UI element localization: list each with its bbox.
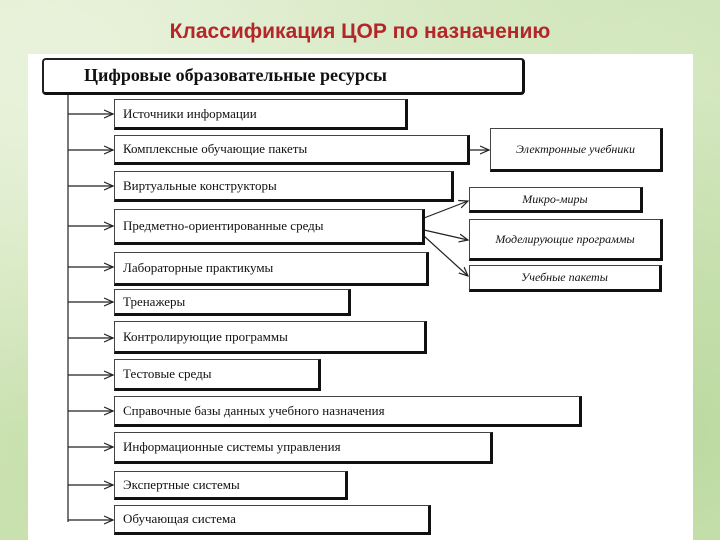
item-control-programs: Контролирующие программы bbox=[114, 321, 427, 354]
item-test-environments: Тестовые среды bbox=[114, 359, 321, 391]
item-learning-system: Обучающая система bbox=[114, 505, 431, 535]
root-box: Цифровые образовательные ресурсы bbox=[42, 58, 525, 95]
item-sources: Источники информации bbox=[114, 99, 408, 130]
item-complex-packages: Комплексные обучающие пакеты bbox=[114, 135, 470, 165]
sub-micro-worlds: Микро-миры bbox=[469, 187, 643, 213]
item-simulators: Тренажеры bbox=[114, 289, 351, 316]
item-subject-environments: Предметно-ориентированные среды bbox=[114, 209, 425, 245]
page-title: Классификация ЦОР по назначению bbox=[169, 20, 551, 43]
item-lab-practicums: Лабораторные практикумы bbox=[114, 252, 429, 286]
item-management-systems: Информационные системы управления bbox=[114, 432, 493, 464]
item-reference-databases: Справочные базы данных учебного назначен… bbox=[114, 396, 582, 427]
sub-modeling-programs: Моделирующие программы bbox=[469, 219, 663, 261]
item-expert-systems: Экспертные системы bbox=[114, 471, 348, 500]
item-virtual-constructors: Виртуальные конструкторы bbox=[114, 171, 454, 202]
sub-learning-packages: Учебные пакеты bbox=[469, 265, 662, 292]
sub-electronic-textbooks: Электронные учебники bbox=[490, 128, 663, 172]
